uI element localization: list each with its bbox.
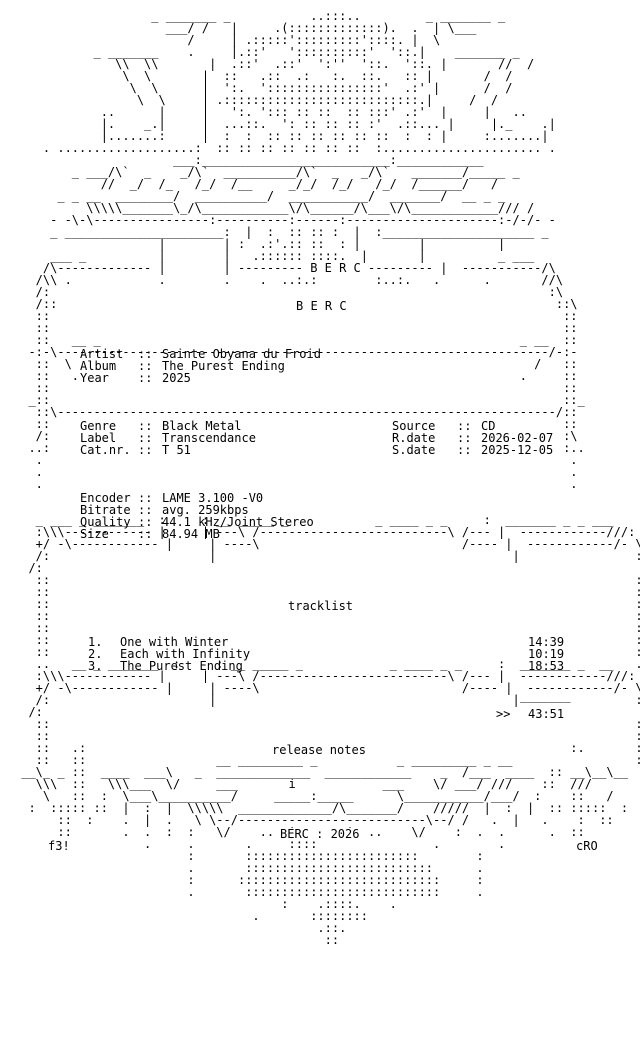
track-number: 2.	[88, 647, 103, 661]
separator: ::	[457, 431, 472, 445]
bitrate-value: avg. 259kbps	[162, 503, 249, 517]
rdate-value: 2026-02-07	[481, 431, 554, 445]
separator: ::	[138, 503, 153, 517]
separator: ::	[138, 515, 153, 529]
artist-row: Artist::Sainte Obyana du Froid	[80, 348, 321, 360]
catnr-label: Cat.nr.	[80, 443, 131, 457]
source-row: Source::CD	[392, 420, 495, 432]
year-label: Year	[80, 371, 109, 385]
separator: ::	[138, 371, 153, 385]
track-time: 10:19	[528, 647, 565, 661]
separator: ::	[138, 359, 153, 373]
total-marker: >>	[496, 707, 511, 721]
separator: ::	[457, 419, 472, 433]
encoder-value: LAME 3.100 -V0	[162, 491, 264, 505]
track-number: 1.	[88, 635, 103, 649]
separator: ::	[138, 491, 153, 505]
encoder-row: Encoder::LAME 3.100 -V0	[80, 492, 263, 504]
track-row: 3. The Purest Ending	[88, 660, 243, 672]
footer-brand-year: BERC : 2026	[280, 827, 360, 841]
rdate-row: R.date::2026-02-07	[392, 432, 553, 444]
footer-tag-right: cRO	[576, 839, 598, 853]
total-divider: _______	[520, 689, 571, 703]
separator: ::	[138, 431, 153, 445]
sdate-label: S.date	[392, 443, 436, 457]
size-label: Size	[80, 527, 109, 541]
size-value: 84.94 MB	[162, 527, 220, 541]
sdate-value: 2025-12-05	[481, 443, 554, 457]
artist-value: Sainte Obyana du Froid	[162, 347, 321, 361]
track-row: 1. One with Winter	[88, 636, 228, 648]
genre-value: Black Metal	[162, 419, 242, 433]
quality-value: 44.1 kHz/Joint Stereo	[162, 515, 314, 529]
album-value: The Purest Ending	[162, 359, 285, 373]
genre-label: Genre	[80, 419, 117, 433]
separator: ::	[457, 443, 472, 457]
size-row: Size::84.94 MB	[80, 528, 220, 540]
track-row: 2. Each with Infinity	[88, 648, 250, 660]
year-value: 2025	[162, 371, 191, 385]
label-label: Label	[80, 431, 117, 445]
bitrate-label: Bitrate	[80, 503, 131, 517]
source-value: CD	[481, 419, 496, 433]
album-label: Album	[80, 359, 117, 373]
header-brand: B E R C	[296, 299, 347, 313]
label-value: Transcendance	[162, 431, 256, 445]
quality-row: Quality::44.1 kHz/Joint Stereo	[80, 516, 314, 528]
track-time: 18:53	[528, 659, 565, 673]
separator: ::	[138, 527, 153, 541]
year-row: Year::2025	[80, 372, 191, 384]
album-row: Album::The Purest Ending	[80, 360, 285, 372]
artist-label: Artist	[80, 347, 124, 361]
sdate-row: S.date::2025-12-05	[392, 444, 553, 456]
ascii-art-frame: _ _______ _ ..:::.. _ _______ _ ___/ / |…	[21, 9, 640, 947]
source-label: Source	[392, 419, 436, 433]
total-time: 43:51	[528, 707, 565, 721]
catnr-value: T 51	[162, 443, 191, 457]
label-row: Label::Transcendance	[80, 432, 256, 444]
separator: ::	[138, 419, 153, 433]
release-notes-heading: release notes	[272, 743, 366, 757]
separator: ::	[138, 443, 153, 457]
track-number: 3.	[88, 659, 103, 673]
track-title: One with Winter	[120, 635, 229, 649]
genre-row: Genre::Black Metal	[80, 420, 241, 432]
catnr-row: Cat.nr.::T 51	[80, 444, 191, 456]
footer-tag-left: f3!	[48, 839, 70, 853]
rdate-label: R.date	[392, 431, 436, 445]
track-title: Each with Infinity	[120, 647, 251, 661]
encoder-label: Encoder	[80, 491, 131, 505]
separator: ::	[138, 347, 153, 361]
quality-label: Quality	[80, 515, 131, 529]
bitrate-row: Bitrate::avg. 259kbps	[80, 504, 249, 516]
track-time: 14:39	[528, 635, 565, 649]
tracklist-heading: tracklist	[288, 599, 354, 613]
track-title: The Purest Ending	[120, 659, 243, 673]
